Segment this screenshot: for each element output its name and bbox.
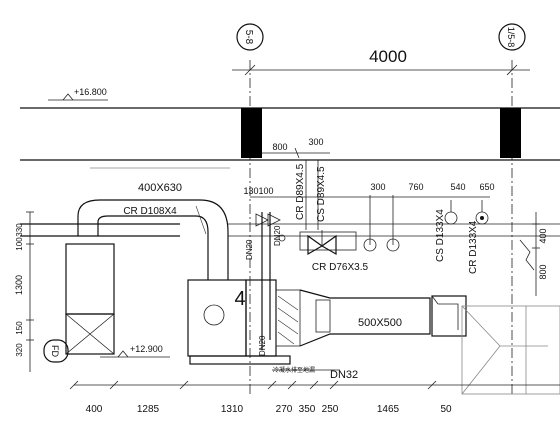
elevation-top-text: +16.800	[74, 87, 107, 97]
pipe-dn20-c: DN20	[258, 335, 267, 356]
supply-elbow-outer	[77, 199, 229, 280]
filter-section	[275, 289, 301, 347]
span-tick-left	[244, 64, 256, 76]
mid-dim-130: 130	[243, 186, 258, 196]
louver-corner	[431, 295, 439, 305]
mid-dim-650: 650	[479, 182, 494, 192]
bottom-dim-1465: 1465	[377, 404, 400, 415]
pipe-section-4-dot	[480, 216, 484, 220]
bottom-dim-270: 270	[276, 404, 293, 415]
fd-label: FD	[50, 345, 60, 357]
control-valve-left-icon	[307, 234, 324, 256]
condensate-note: 冷凝水排至地漏	[273, 366, 315, 374]
pipe-cr-133: CR D133X4	[468, 220, 479, 274]
pipe-section-3	[444, 211, 458, 225]
elevation-bottom-text: +12.900	[130, 344, 163, 354]
wall-pattern-1	[461, 305, 501, 347]
louver-blade	[438, 303, 459, 330]
span-tick-right	[506, 64, 518, 76]
unit-base	[189, 355, 291, 365]
pipe-dn20-a: DN20	[245, 239, 254, 260]
left-dim-320: 320	[15, 343, 24, 357]
pipe-cs-133: CS D133X4	[435, 209, 446, 262]
left-dim-330: 330	[15, 223, 24, 237]
span-dimension-text: 4000	[369, 47, 407, 66]
gauge-icon	[278, 234, 286, 242]
bottom-dim-1310: 1310	[221, 404, 244, 415]
louver-grille	[431, 295, 467, 337]
left-dim-150: 150	[15, 321, 24, 335]
pipe-section-2	[386, 238, 400, 252]
left-dim-1300: 1300	[14, 275, 24, 295]
wall-pattern-2	[461, 345, 501, 395]
mid-dim-100: 100	[258, 186, 273, 196]
flex-connector	[315, 299, 331, 333]
return-duct	[299, 289, 431, 347]
top-dim-800: 800	[272, 142, 287, 152]
pipe-cs-89: CS D89X4.5	[316, 166, 327, 222]
mid-dim-540: 540	[450, 182, 465, 192]
bottom-dim-250: 250	[322, 404, 339, 415]
supply-elbow-inner	[97, 215, 209, 280]
pipe-dn20-b: DN20	[273, 225, 282, 246]
pipe-cr-108: CR D108X4	[123, 206, 177, 217]
bottom-dim-ticks	[69, 380, 437, 390]
duct-top-size: 400X630	[138, 182, 182, 194]
unit-number: 4	[234, 288, 245, 310]
right-dim-400: 400	[538, 228, 548, 243]
axis-bubble-left	[236, 23, 264, 51]
bottom-dim-1285: 1285	[137, 404, 160, 415]
damper-cross-2	[65, 313, 115, 355]
bottom-dim-400: 400	[86, 404, 103, 415]
pipe-cr-76: CR D76X3.5	[312, 262, 369, 273]
pipe-section-1	[363, 238, 377, 252]
duct-side-size: 500X500	[358, 317, 402, 329]
fd-marker	[43, 339, 69, 363]
pipe-dn32: DN32	[330, 369, 358, 381]
wall-opening	[461, 305, 560, 395]
damper-box	[65, 313, 115, 355]
mid-dim-760: 760	[408, 182, 423, 192]
column-right	[500, 108, 521, 158]
vertical-duct	[65, 243, 115, 315]
elevation-bottom-marker	[117, 350, 129, 358]
valve-2-icon	[267, 213, 281, 227]
valve-1-icon	[255, 213, 269, 227]
wall-break-mark	[519, 239, 535, 271]
top-dim-300: 300	[308, 137, 323, 147]
column-left	[241, 108, 262, 158]
axis-label-left: 5-8	[243, 30, 254, 45]
elbow-hatch	[195, 205, 207, 235]
bottom-dim-50: 50	[440, 404, 452, 415]
axis-bubble-right	[498, 23, 526, 51]
control-valve-right-icon	[320, 234, 337, 256]
filter-hatch	[277, 295, 299, 345]
left-dim-100: 100	[15, 237, 24, 251]
fan-wheel-icon	[203, 304, 225, 326]
bottom-dim-350: 350	[299, 404, 316, 415]
elevation-top-marker	[62, 93, 74, 101]
top-dim-tick	[294, 147, 300, 159]
mid-dim-300: 300	[370, 182, 385, 192]
pipe-cr-89: CR D89X4.5	[295, 163, 306, 220]
axis-label-right: 1/5-8	[506, 27, 516, 48]
right-dim-800: 800	[538, 264, 548, 279]
